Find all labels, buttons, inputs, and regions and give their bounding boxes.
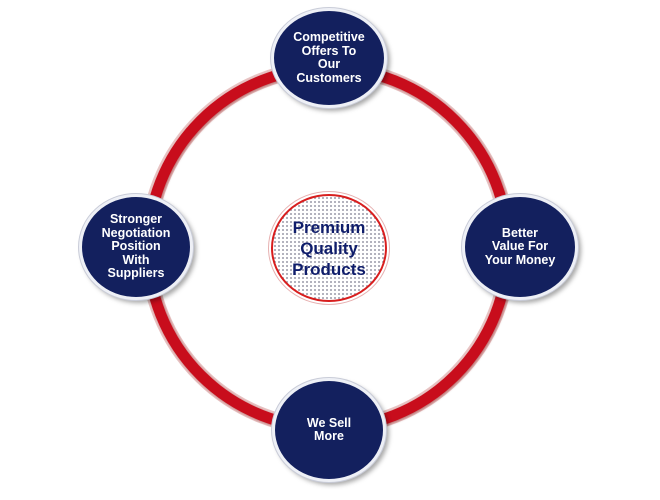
node-right-label: Better Value For Your Money (484, 225, 556, 267)
center-circle: Premium Quality Products (271, 194, 387, 302)
node-left-label: Stronger Negotiation Position With Suppl… (101, 212, 171, 281)
node-left: Stronger Negotiation Position With Suppl… (79, 194, 193, 300)
center-label: Premium Quality Products (292, 217, 366, 279)
node-bottom-label: We Sell More (306, 415, 352, 443)
node-bottom: We Sell More (272, 378, 386, 482)
node-top-label: Competitive Offers To Our Customers (293, 30, 365, 85)
node-right: Better Value For Your Money (462, 194, 578, 300)
node-top: Competitive Offers To Our Customers (271, 8, 387, 108)
